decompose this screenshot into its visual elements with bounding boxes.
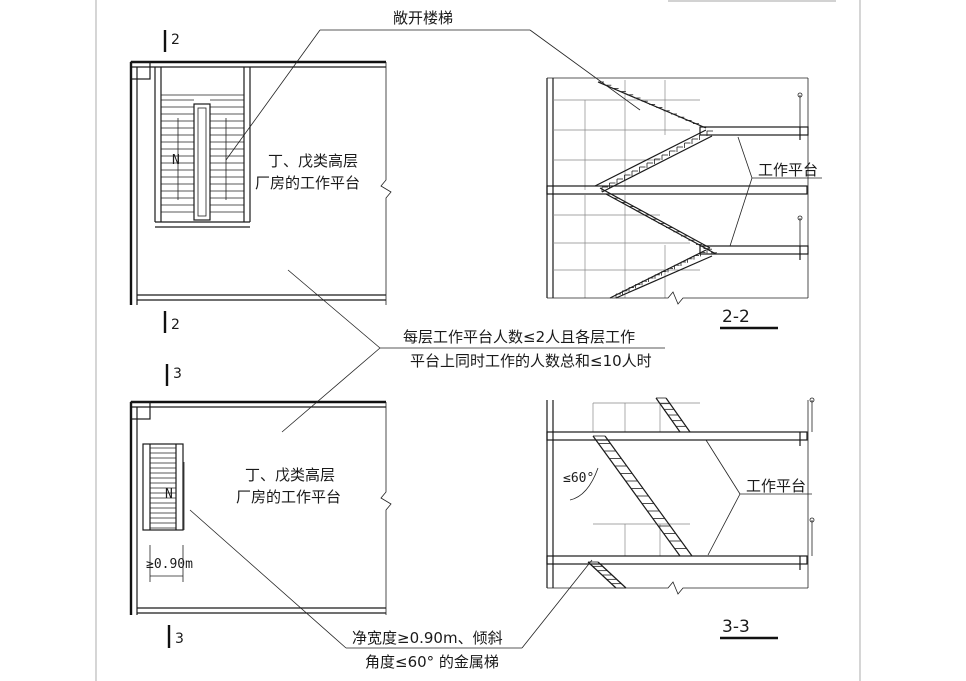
section-3-3-title: 3-3 (722, 617, 750, 637)
metal-ladder-label-line1: 净宽度≥0.90m、倾斜 (352, 629, 503, 647)
svg-text:N: N (165, 487, 173, 502)
platform-area-label-top-line1: 丁、戊类高层 (268, 152, 358, 170)
platform-area-label-top-line2: 厂房的工作平台 (255, 174, 360, 192)
section-2-2-title: 2-2 (722, 307, 750, 327)
cut-mark-bottom-lower: 3 (175, 631, 184, 647)
work-platform-label-bottom: 工作平台 (746, 477, 806, 495)
svg-text:N: N (172, 153, 180, 168)
work-platform-label-top: 工作平台 (758, 161, 818, 179)
plan-bottom: N ≥0.90m 3 3 (129, 364, 392, 648)
plan-top: N 2 2 (129, 30, 392, 333)
section-2-2: 2-2 (546, 77, 809, 330)
platform-area-label-bottom-line2: 厂房的工作平台 (236, 488, 341, 506)
cut-mark-bottom-upper: 3 (173, 366, 182, 382)
platform-area-label-bottom-line1: 丁、戊类高层 (245, 466, 335, 484)
column (130, 61, 151, 80)
width-dimension-label: ≥0.90m (146, 557, 193, 572)
open-stair-label: 敞开楼梯 (393, 9, 453, 27)
section-3-3: ≤60° 3-3 (546, 397, 815, 640)
cut-mark-top-upper: 2 (171, 32, 180, 48)
cut-mark-top-lower: 2 (171, 317, 180, 333)
metal-ladder-label-line2: 角度≤60° 的金属梯 (365, 653, 499, 671)
condition-label-line2: 平台上同时工作的人数总和≤10人时 (410, 352, 652, 370)
leader-lines (189, 29, 822, 649)
condition-label-line1: 每层工作平台人数≤2人且各层工作 (403, 328, 635, 346)
angle-label: ≤60° (563, 471, 594, 486)
